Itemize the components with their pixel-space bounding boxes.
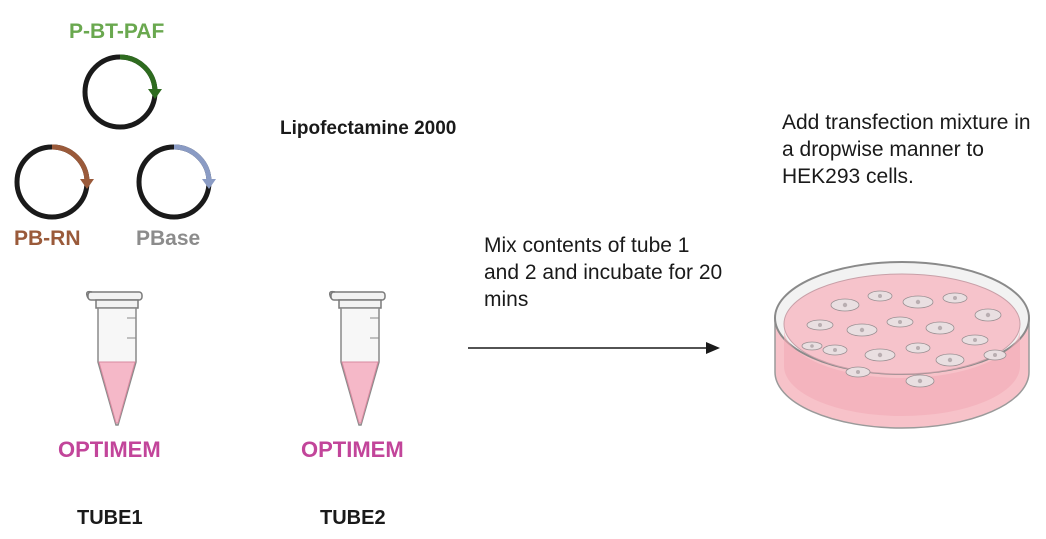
tube1-medium-label: OPTIMEM	[58, 437, 161, 462]
plasmid-label-p-bt-paf: P-BT-PAF	[69, 20, 165, 43]
petri-dish-icon	[774, 261, 1030, 429]
mix-step-text: Mix contents of tube 1 and 2 and incubat…	[484, 234, 723, 311]
plasmid-p-bt-paf-icon	[82, 54, 162, 130]
add-step-text: Add transfection mixture in a dropwise m…	[782, 111, 1031, 188]
tube2-medium-label: OPTIMEM	[301, 437, 404, 462]
tube2-name: TUBE2	[320, 507, 386, 529]
plasmid-label-pb-rn: PB-RN	[14, 227, 81, 250]
reagent-label: Lipofectamine 2000	[280, 118, 457, 139]
plasmid-label-pbase: PBase	[136, 227, 201, 250]
process-arrow	[468, 342, 720, 354]
plasmid-pbase-icon	[136, 144, 216, 220]
plasmid-pb-rn-icon	[14, 144, 94, 220]
tube1-name: TUBE1	[77, 507, 143, 529]
tube1-icon	[85, 290, 143, 426]
tube2-icon	[328, 290, 386, 426]
